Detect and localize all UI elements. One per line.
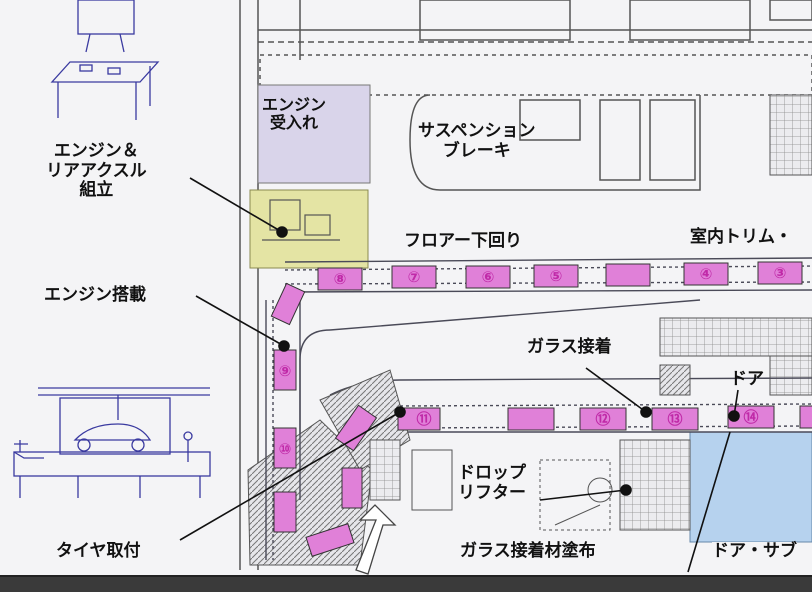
door-sub-zone [689,431,812,543]
station-8 [317,267,363,291]
car-platform-sketch [13,387,211,498]
station-10 [273,427,297,469]
drop-lifter-label: ドロップ リフター [458,463,526,504]
glass-bonding-label: ガラス接着 [524,337,615,358]
station-4 [683,262,729,286]
interior-trim-label: 室内トリム・ [690,227,792,247]
floor-underbody-label: フロアー下回り [404,231,522,251]
num-13: ⑬ [667,410,682,428]
station-edge [799,405,812,429]
station-3 [757,261,803,285]
drop-lifter-line2: リフター [458,482,526,503]
station-tire-2 [305,523,355,557]
door-label: ドア [730,369,764,389]
num-12: ⑫ [595,410,610,428]
num-8: ⑧ [334,270,347,288]
suspension-brake-line2: ブレーキ [442,140,511,161]
upper-stations [317,261,803,291]
station-11 [397,407,441,431]
station-tire-1 [341,467,363,509]
num-10: ⑩ [279,440,292,458]
station-12 [579,407,627,431]
lower-stations [397,405,812,431]
engine-axle-line3: 組立 [79,180,114,201]
engine-bench-sketch [50,0,160,120]
engine-receiving-line1: エンジン [262,95,327,114]
vertical-conveyor [265,300,301,560]
num-9: ⑨ [279,362,292,380]
tire-mounting-label: タイヤ取付 [56,541,141,561]
drop-lifter-zone [411,449,613,531]
station-14 [727,405,775,429]
right-racks [659,94,812,396]
suspension-brake-label: サスペンション ブレーキ [418,121,536,161]
station-5 [533,264,579,288]
num-5: ⑤ [550,267,563,285]
engine-axle-line2: リアアクスル [46,160,147,181]
station-13 [651,407,699,431]
engine-mounting-label: エンジン搭載 [44,285,146,305]
num-11: ⑪ [416,410,431,428]
glass-adhesive-label: ガラス接着材塗布 [458,541,598,562]
engine-receiving-zone [257,84,371,184]
engine-axle-line1: エンジン＆ [53,141,139,161]
station-blank-2 [507,407,555,431]
engine-receiving-line2: 受入れ [270,113,319,133]
num-7: ⑦ [408,268,421,286]
num-3: ③ [774,264,787,282]
station-blank-1 [605,263,651,287]
door-sub-label: ドア・サブ [712,541,797,562]
station-6 [465,265,511,289]
num-4: ④ [700,265,713,283]
station-tilted-top [270,282,306,326]
engine-axle-label: エンジン＆ リアアクスル 組立 [46,141,147,201]
bottom-frame [0,576,812,592]
station-numbers: ⑧ ⑦ ⑥ ⑤ ④ ③ ⑨ ⑩ ⑪ ⑫ ⑬ ⑭ [279,264,787,458]
station-7 [391,265,437,289]
num-14: ⑭ [743,408,758,426]
drop-lifter-line1: ドロップ [458,463,526,483]
suspension-brake-line1: サスペンション [418,121,536,141]
leader-lines [179,177,740,573]
up-arrow [355,504,397,575]
engine-assembly-zone [249,189,369,269]
engine-receiving-label: エンジン 受入れ [262,95,327,133]
station-bottom [273,491,297,533]
num-6: ⑥ [482,268,495,286]
